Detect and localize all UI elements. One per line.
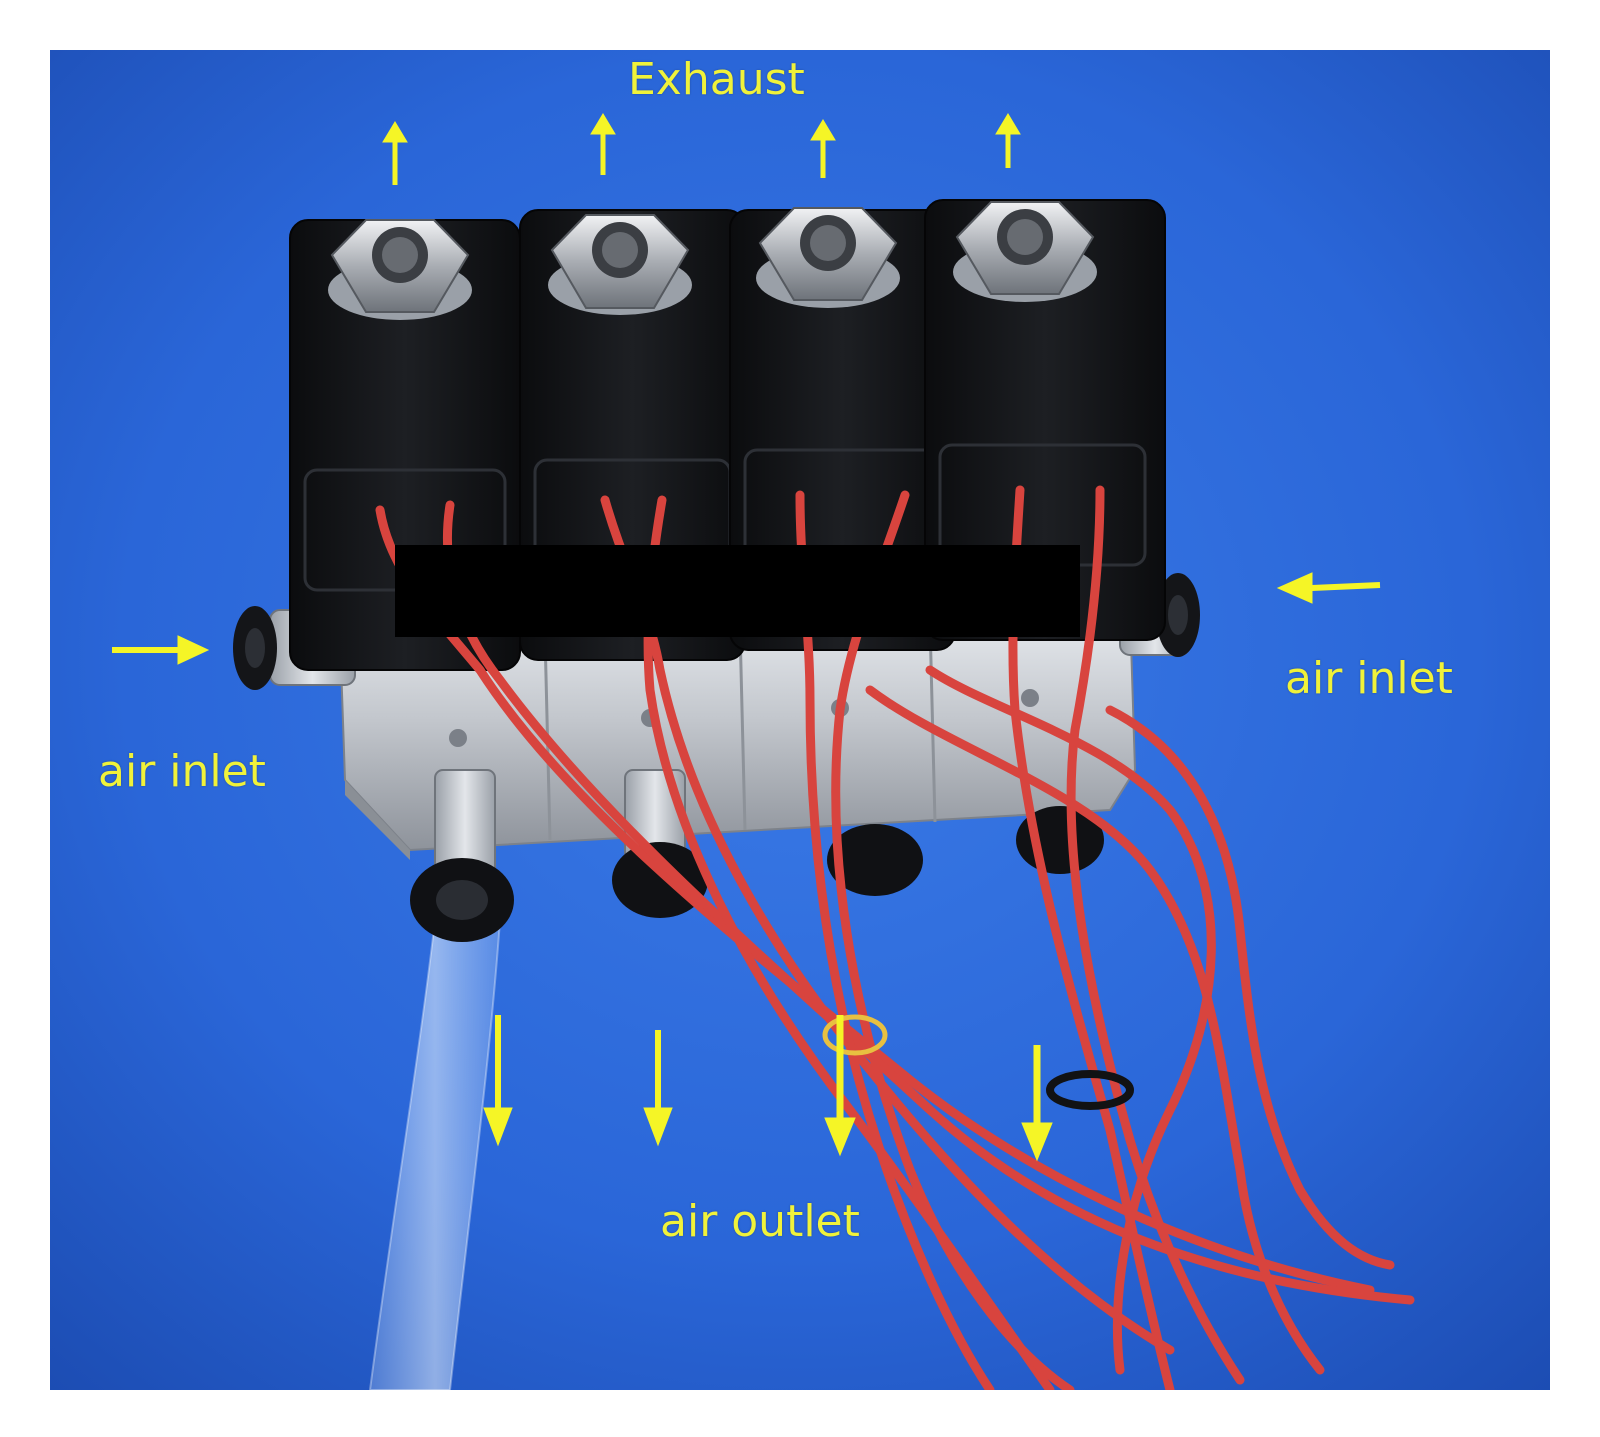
exhaust-arrow-2-icon — [590, 113, 616, 175]
coil-4 — [924, 199, 1166, 641]
outlet-arrow-4-icon — [1021, 1045, 1053, 1162]
exhaust-arrow-3-icon — [810, 119, 836, 178]
air-inlet-left-label: air inlet — [98, 746, 266, 797]
photo: Exhaust air inlet air inlet air outlet — [50, 50, 1550, 1390]
exhaust-arrow-4-icon — [995, 113, 1021, 168]
air-inlet-right-label: air inlet — [1285, 653, 1453, 704]
wire-tie — [822, 1014, 1134, 1110]
outlet-arrow-3-icon — [824, 1015, 856, 1157]
hex-nuts — [328, 201, 1097, 320]
outlet-arrow-2-icon — [643, 1030, 673, 1147]
exhaust-arrow-1-icon — [382, 121, 408, 185]
air-outlet-label: air outlet — [660, 1196, 860, 1247]
inlet-arrow-left-icon — [112, 635, 210, 665]
redaction-bar — [395, 545, 1080, 637]
nut-4 — [953, 201, 1097, 302]
exhaust-label: Exhaust — [628, 54, 805, 105]
arrows — [112, 113, 1381, 1162]
clear-tube — [368, 919, 502, 1390]
outlet-arrow-1-icon — [483, 1015, 513, 1147]
nut-1 — [328, 219, 472, 320]
nut-2 — [548, 214, 692, 315]
solenoid-valve-scene — [50, 50, 1550, 1390]
inlet-arrow-right-icon — [1276, 572, 1381, 604]
nut-3 — [756, 207, 900, 308]
